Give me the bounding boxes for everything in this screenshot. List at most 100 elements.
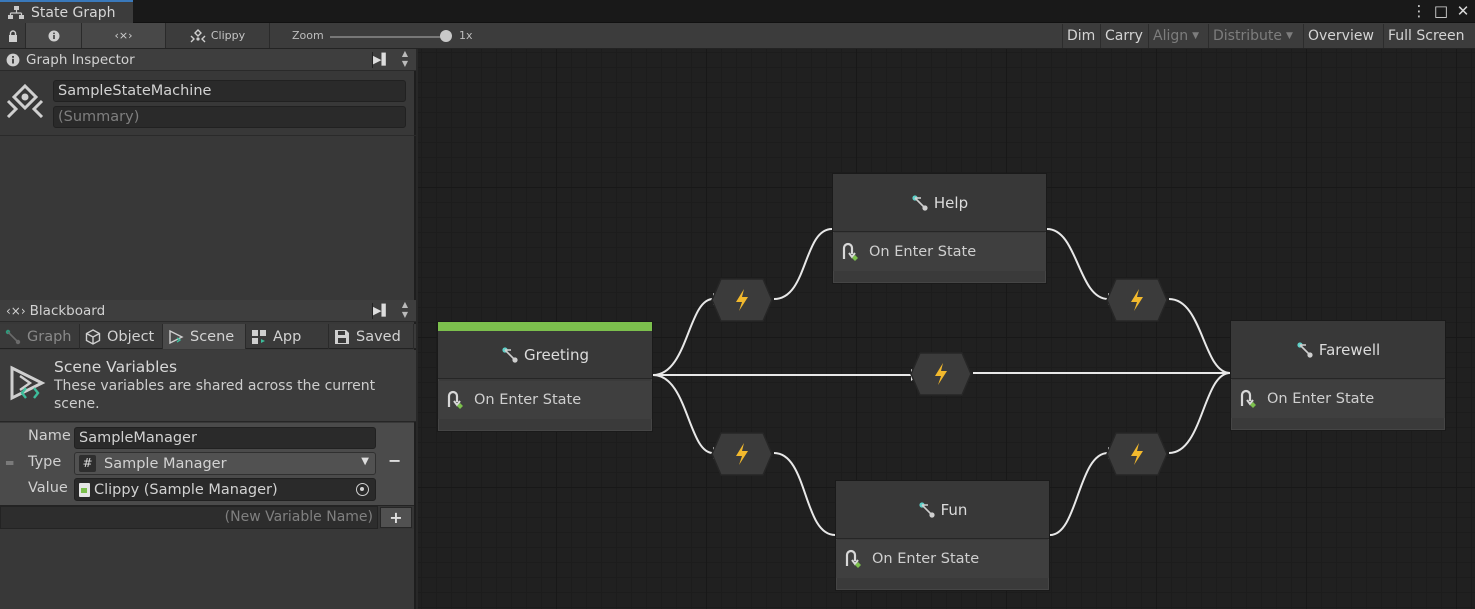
drag-handle-icon[interactable]: ═ [6, 456, 14, 470]
variable-row: ═ Name SampleManager Type # Sample Manag… [0, 423, 414, 505]
dim-label: Dim [1067, 28, 1096, 44]
maximize-icon[interactable]: □ [1433, 2, 1449, 20]
window-controls: ⋮ □ ✕ [1411, 1, 1471, 21]
pin-panel-icon[interactable]: ▶▌ [372, 52, 390, 68]
blackboard-tabs: Graph Object Scene App Saved [0, 324, 416, 349]
tab-object-label: Object [107, 328, 155, 345]
transition-fun-farewell[interactable] [1106, 430, 1168, 478]
state-event-label: On Enter State [474, 392, 582, 408]
lightning-icon [935, 363, 947, 385]
carry-label: Carry [1105, 28, 1143, 44]
close-icon[interactable]: ✕ [1456, 2, 1470, 20]
remove-variable-button[interactable]: − [388, 451, 402, 470]
tab-scene[interactable]: Scene [163, 324, 246, 349]
new-variable-name-field[interactable]: (New Variable Name) [0, 506, 378, 529]
cube-icon [85, 328, 101, 345]
scene-variables-title: Scene Variables [54, 358, 178, 376]
object-picker-icon[interactable] [356, 483, 369, 496]
info-toggle-button[interactable] [26, 23, 82, 48]
info-icon [48, 30, 59, 41]
edge-fun-t5 [1049, 452, 1109, 536]
state-icon [912, 194, 928, 211]
graph-summary-field[interactable]: (Summary) [53, 106, 406, 128]
transition-greeting-fun[interactable] [711, 430, 773, 478]
state-machine-icon [190, 28, 206, 42]
lock-button[interactable] [0, 23, 26, 48]
tab-object[interactable]: Object [80, 324, 163, 349]
variables-toggle-button[interactable]: ‹×› [82, 23, 166, 48]
fullscreen-label: Full Screen [1388, 28, 1465, 44]
tab-saved[interactable]: Saved [329, 324, 414, 349]
distribute-dropdown[interactable]: Distribute▼ [1208, 24, 1297, 48]
script-hash-icon: # [79, 455, 96, 472]
tab-graph[interactable]: Graph [0, 324, 80, 349]
blackboard-title: Blackboard [29, 302, 106, 319]
state-title: Help [933, 193, 969, 212]
scene-variables-desc-line2: scene. [54, 396, 100, 412]
name-label: Name [28, 428, 71, 444]
transition-help-farewell[interactable] [1106, 276, 1168, 324]
panel-scroll-arrows-icon[interactable]: ▲▼ [401, 300, 409, 319]
state-title: Farewell [1318, 340, 1381, 359]
tab-graph-label: Graph [27, 328, 72, 345]
tab-scene-label: Scene [190, 328, 235, 345]
tab-state-graph[interactable]: State Graph [0, 0, 133, 23]
lightning-icon [1131, 443, 1143, 465]
pin-panel-icon[interactable]: ▶▌ [372, 303, 390, 319]
state-node-greeting[interactable]: Greeting On Enter State [437, 321, 653, 432]
graph-variables-icon [5, 329, 21, 344]
state-node-help[interactable]: Help On Enter State [832, 173, 1047, 284]
new-variable-row: (New Variable Name) + [0, 505, 414, 529]
distribute-label: Distribute [1213, 28, 1282, 44]
app-icon [252, 329, 266, 344]
on-enter-state-icon [845, 549, 861, 568]
save-disk-icon [335, 329, 349, 344]
tab-app[interactable]: App [246, 324, 329, 349]
left-panel: Graph Inspector ▶▌ ▲▼ SampleStateMachine… [0, 49, 416, 609]
carry-button[interactable]: Carry [1100, 24, 1147, 48]
state-title: Greeting [524, 345, 589, 364]
variable-value-field[interactable]: Clippy (Sample Manager) [74, 478, 376, 501]
graph-title-field[interactable]: SampleStateMachine [53, 80, 406, 102]
clippy-label: Clippy [210, 29, 246, 42]
state-event-label: On Enter State [872, 551, 980, 567]
start-state-bar [438, 322, 652, 331]
edge-help-to-farewell [1046, 228, 1109, 300]
zoom-slider-track[interactable] [330, 36, 448, 38]
clippy-target-button[interactable]: Clippy [166, 23, 270, 48]
transition-greeting-farewell[interactable] [910, 350, 972, 398]
fullscreen-button[interactable]: Full Screen [1383, 24, 1469, 48]
add-variable-button[interactable]: + [380, 507, 412, 528]
edge-greeting-help [652, 298, 714, 376]
state-icon [918, 501, 935, 518]
on-enter-state-icon [842, 242, 858, 261]
divider [0, 135, 416, 136]
graph-inspector-header: Graph Inspector ▶▌ ▲▼ [0, 49, 416, 71]
on-enter-state-icon [447, 390, 463, 409]
transition-greeting-help[interactable] [711, 276, 773, 324]
variable-type-value: Sample Manager [104, 455, 227, 472]
panel-scroll-arrows-icon[interactable]: ▲▼ [401, 49, 409, 68]
zoom-slider-thumb[interactable] [439, 30, 452, 42]
lightning-icon [736, 289, 748, 311]
state-node-fun[interactable]: Fun On Enter State [835, 480, 1050, 591]
variable-type-dropdown[interactable]: # Sample Manager ▼ [74, 452, 376, 475]
hierarchy-icon [8, 5, 24, 19]
tab-title: State Graph [31, 4, 116, 21]
window-titlebar: State Graph ⋮ □ ✕ [0, 0, 1475, 23]
chevron-down-icon: ▼ [1192, 31, 1200, 41]
overview-button[interactable]: Overview [1303, 24, 1378, 48]
align-dropdown[interactable]: Align▼ [1148, 24, 1204, 48]
value-label: Value [28, 480, 68, 496]
scene-variables-info: Scene Variables These variables are shar… [0, 350, 416, 422]
variable-name-field[interactable]: SampleManager [74, 427, 376, 449]
state-node-farewell[interactable]: Farewell On Enter State [1230, 320, 1446, 431]
align-label: Align [1153, 28, 1189, 44]
state-icon [502, 346, 518, 363]
graph-canvas[interactable]: Greeting On Enter State Help On Enter St… [418, 49, 1475, 609]
more-menu-icon[interactable]: ⋮ [1411, 2, 1427, 20]
dim-button[interactable]: Dim [1062, 24, 1100, 48]
edge-t4-fun [773, 452, 836, 536]
on-enter-state-icon [1240, 389, 1256, 408]
state-event-label: On Enter State [1267, 391, 1375, 407]
